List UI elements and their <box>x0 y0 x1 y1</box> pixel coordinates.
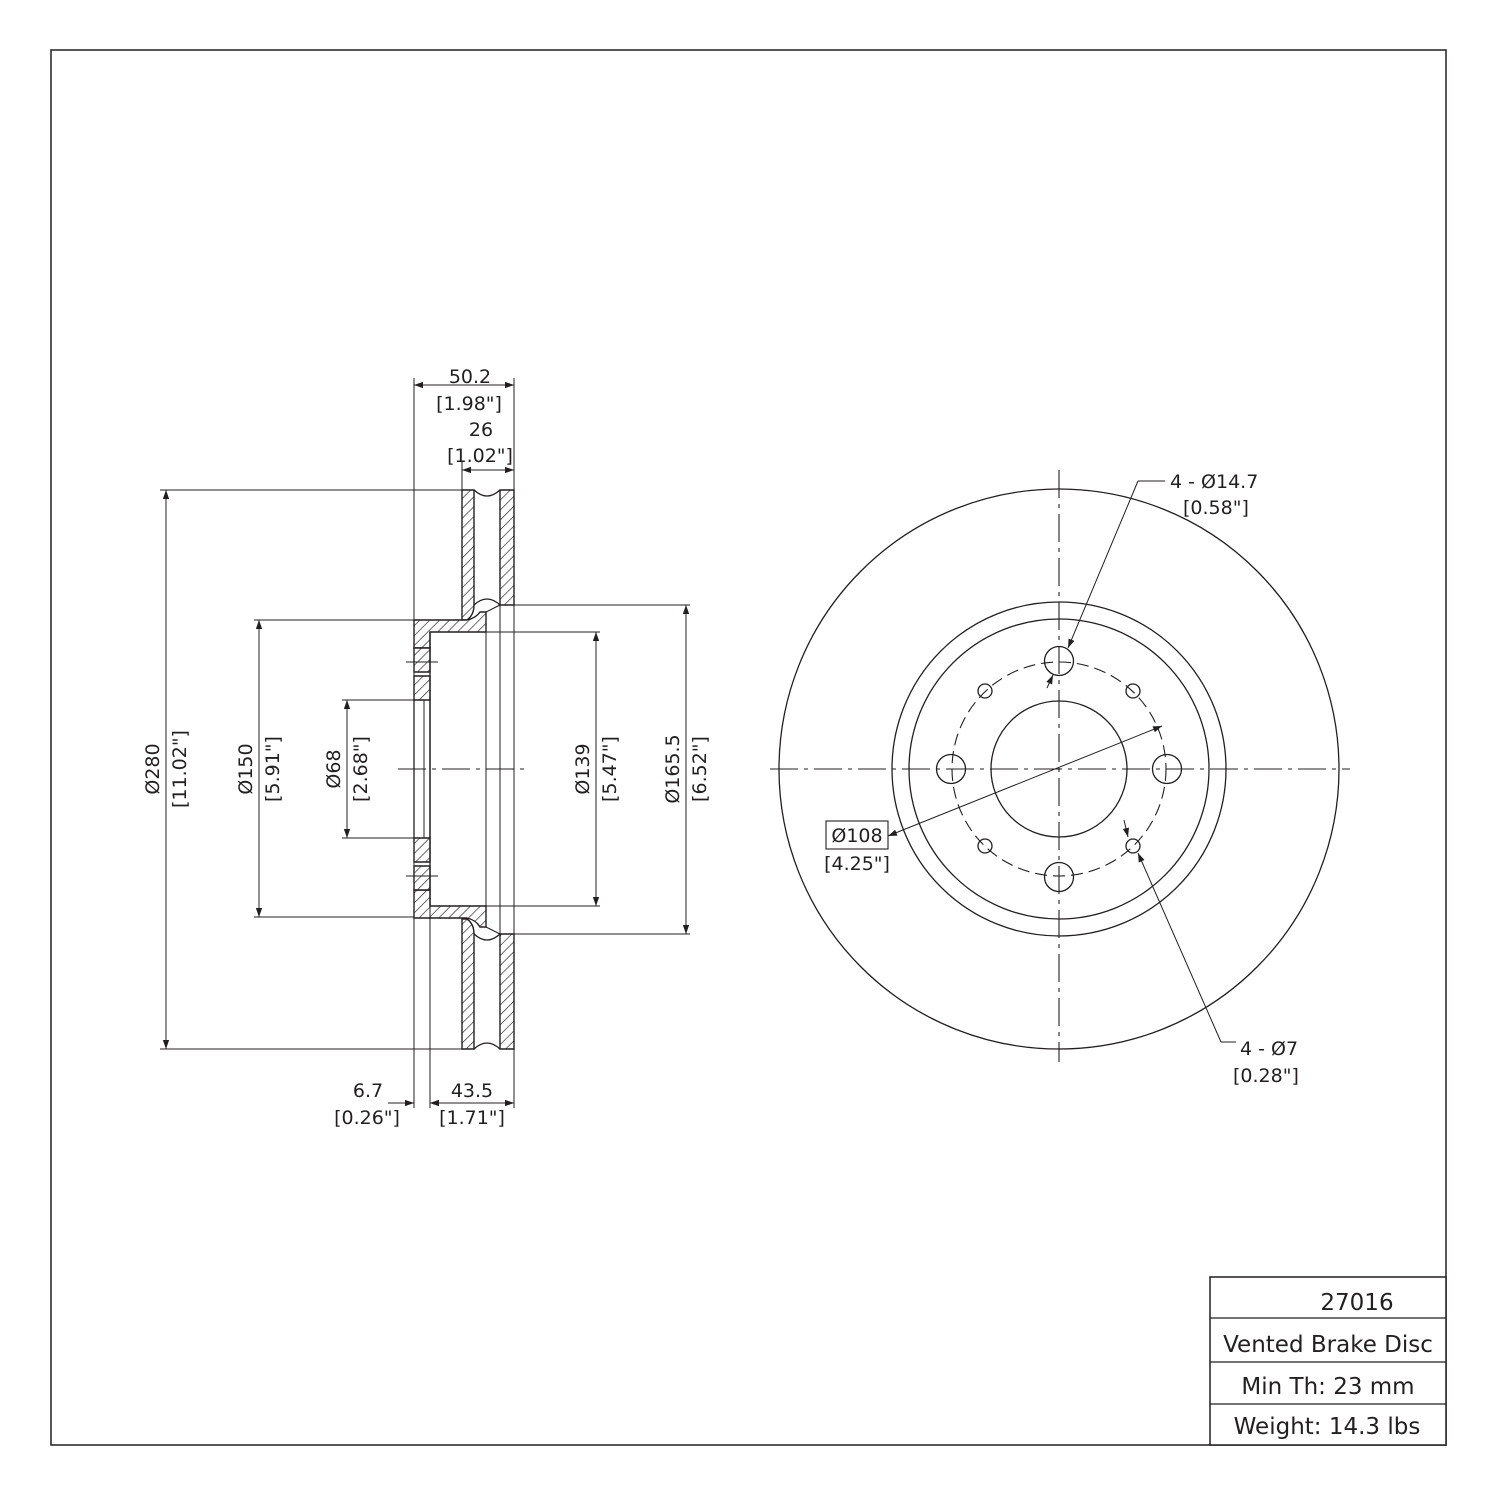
dim-offset-in: [1.71"] <box>439 1107 505 1129</box>
dim-inner-rotor-in: [6.52"] <box>689 736 711 802</box>
bolt-holes-label-in: [0.58"] <box>1183 497 1249 519</box>
weight: Weight: 14.3 lbs <box>1234 1414 1421 1440</box>
dim-hat-outer: Ø150 <box>235 743 257 794</box>
small-hole <box>977 683 993 699</box>
dim-rotor-width: 26 <box>469 419 493 441</box>
small-hole <box>1125 683 1141 699</box>
front-view: 4 - Ø14.7 [0.58"] 4 - Ø7 [0.28"] Ø108 [4… <box>770 470 1350 1087</box>
part-description: Vented Brake Disc <box>1223 1332 1433 1358</box>
small-holes-label: 4 - Ø7 <box>1240 1038 1298 1060</box>
small-hole <box>1125 838 1141 854</box>
small-hole <box>977 838 993 854</box>
small-holes-label-in: [0.28"] <box>1233 1065 1299 1087</box>
side-section-view: 50.2 [1.98"] 26 [1.02"] Ø280 [11.02"] Ø1… <box>142 366 711 1129</box>
dim-outer-diameter: Ø280 <box>142 743 164 794</box>
dim-inner-rotor: Ø165.5 <box>662 734 684 803</box>
dim-center-bore-in: [2.68"] <box>350 736 372 802</box>
dim-overall-width-in: [1.98"] <box>436 393 502 415</box>
bolt-hole <box>1043 645 1075 677</box>
dim-hat-inner: Ø139 <box>572 743 594 794</box>
dim-outer-diameter-in: [11.02"] <box>169 730 191 808</box>
bolt-hole <box>1043 861 1075 893</box>
bolt-circle-label-in: [4.25"] <box>824 853 890 875</box>
dim-rotor-width-in: [1.02"] <box>447 445 513 467</box>
min-thickness: Min Th: 23 mm <box>1241 1374 1414 1400</box>
dim-offset: 43.5 <box>451 1080 493 1102</box>
dim-hat-flange: 6.7 <box>353 1080 383 1102</box>
dim-hat-inner-in: [5.47"] <box>599 736 621 802</box>
dim-hat-outer-in: [5.91"] <box>262 736 284 802</box>
dim-overall-width: 50.2 <box>449 366 491 388</box>
bolt-holes-label: 4 - Ø14.7 <box>1170 471 1258 493</box>
page-border <box>50 49 1447 1446</box>
dim-hat-flange-in: [0.26"] <box>334 1107 400 1129</box>
title-block: 27016 Vented Brake Disc Min Th: 23 mm We… <box>1209 1276 1447 1446</box>
bolt-circle-label: Ø108 <box>831 825 882 847</box>
part-number: 27016 <box>1320 1290 1393 1316</box>
dim-center-bore: Ø68 <box>323 749 345 788</box>
